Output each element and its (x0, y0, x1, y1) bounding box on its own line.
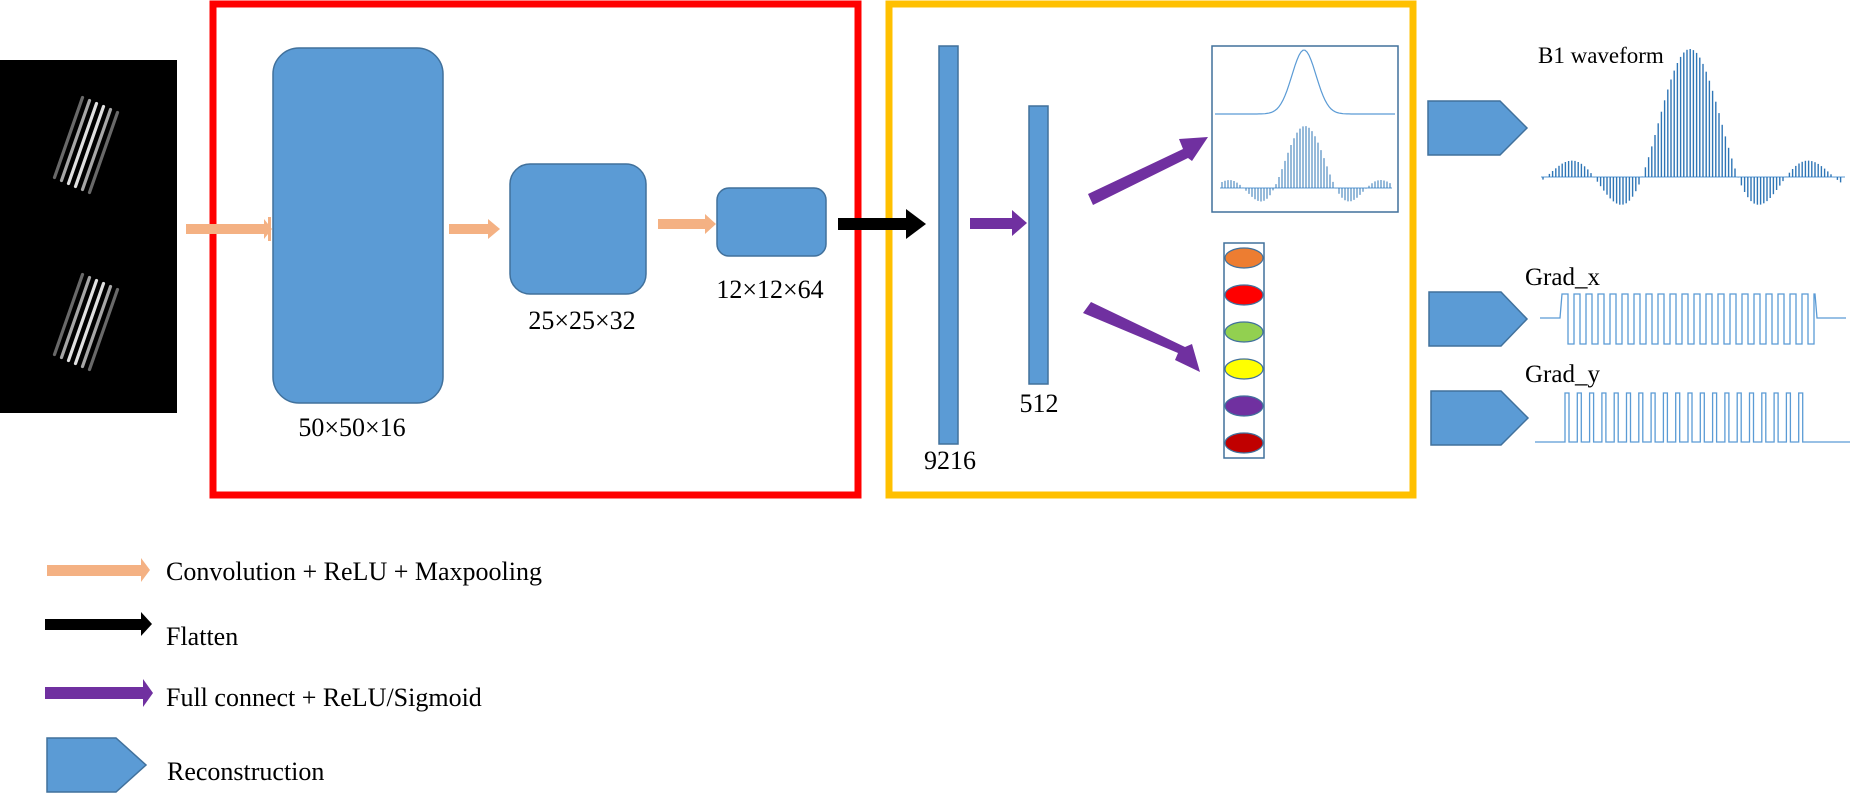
conv-arrow (186, 217, 272, 241)
class-node (1224, 358, 1264, 380)
legend-flatten-label: Flatten (166, 622, 238, 651)
legend: Convolution + ReLU + Maxpooling Flatten … (45, 557, 542, 793)
conv-block-3-label: 12×12×64 (716, 275, 823, 304)
encoder-box (209, 0, 862, 499)
legend-conv-label: Convolution + ReLU + Maxpooling (166, 557, 542, 586)
panel-sinc-waveform (1220, 126, 1392, 202)
class-node (1224, 432, 1264, 454)
waveform-panel (1211, 45, 1399, 213)
flatten-vector (938, 45, 959, 445)
legend-fc-arrow (45, 679, 153, 707)
fc-arrow-to-classes (1083, 302, 1200, 372)
class-node (1224, 395, 1264, 417)
legend-recon-label: Reconstruction (167, 757, 324, 786)
fc-vector-label: 512 (1020, 389, 1059, 418)
grad-x-label: Grad_x (1525, 264, 1600, 291)
conv-block-1-label: 50×50×16 (298, 413, 405, 442)
legend-conv-arrow (47, 558, 150, 582)
b1-waveform-label: B1 waveform (1538, 43, 1664, 68)
conv-arrow (658, 214, 716, 234)
class-node (1224, 321, 1264, 343)
class-node (1224, 247, 1264, 269)
legend-fc-label: Full connect + ReLU/Sigmoid (166, 683, 482, 712)
flatten-vector-label: 9216 (924, 446, 976, 475)
class-node-column (1223, 242, 1265, 459)
recon-arrow-gy (1430, 390, 1530, 446)
conv-block-3 (716, 187, 827, 257)
recon-arrow-b1 (1427, 100, 1529, 156)
conv-block-1 (272, 47, 444, 404)
stripe-pattern-top (52, 95, 120, 195)
flatten-arrow (838, 209, 926, 239)
grad-x-waveform-plot (1540, 293, 1846, 345)
fc-arrow (970, 210, 1027, 236)
b1-waveform-plot (1541, 49, 1845, 205)
conv-block-2 (509, 163, 647, 295)
legend-recon-shape (46, 737, 148, 793)
grad-y-label: Grad_y (1525, 361, 1600, 388)
conv-block-2-label: 25×25×32 (528, 306, 635, 335)
input-image (0, 60, 177, 413)
legend-flatten-arrow (45, 612, 152, 636)
recon-arrow-gx (1428, 291, 1529, 347)
decoder-box (885, 0, 1417, 499)
class-node (1224, 284, 1264, 306)
conv-arrow (449, 219, 500, 239)
fc-arrow-to-waveform (1088, 137, 1208, 205)
panel-envelope-curve (1215, 49, 1395, 115)
stripe-pattern-bottom (52, 272, 120, 372)
fc-vector (1028, 105, 1049, 385)
grad-y-waveform-plot (1535, 392, 1850, 443)
